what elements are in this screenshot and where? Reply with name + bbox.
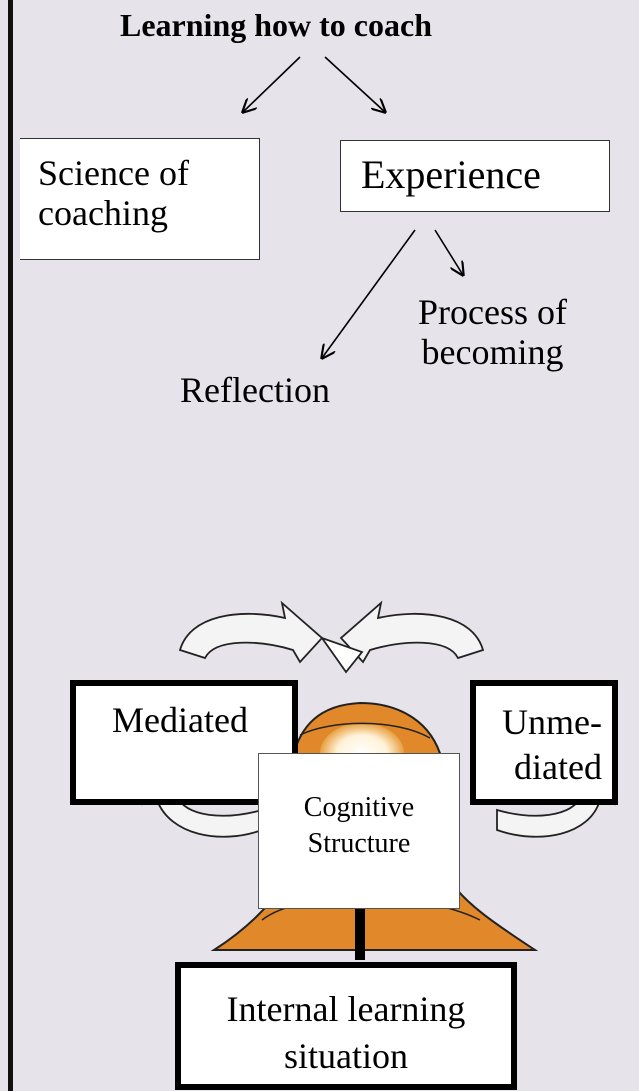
science-of-coaching-label: Science of coaching	[38, 153, 189, 234]
curved-arrows-top	[178, 600, 485, 674]
arrow-to-reflection	[322, 229, 416, 358]
mediated-label: Mediated	[112, 700, 248, 740]
internal-learning-box: Internal learning situation	[175, 962, 517, 1090]
unmediated-box: Unme- diated	[470, 680, 618, 805]
left-border-rule	[8, 0, 13, 1091]
arrow-to-science	[243, 56, 301, 112]
cognitive-structure-label: Cognitive Structure	[303, 792, 415, 860]
internal-learning-label: Internal learning situation	[226, 989, 466, 1076]
experience-box: Experience	[340, 140, 610, 212]
process-of-becoming-label: Process of becoming	[418, 292, 567, 373]
arrow-to-experience	[324, 56, 385, 112]
reflection-label: Reflection	[180, 370, 330, 410]
cognitive-structure-box: Cognitive Structure	[258, 753, 460, 909]
diagram-title: Learning how to coach	[120, 7, 432, 43]
unmediated-label: Unme- diated	[502, 702, 602, 787]
arrow-to-process	[434, 229, 463, 275]
science-of-coaching-box: Science of coaching	[20, 138, 260, 260]
experience-label: Experience	[361, 152, 541, 197]
